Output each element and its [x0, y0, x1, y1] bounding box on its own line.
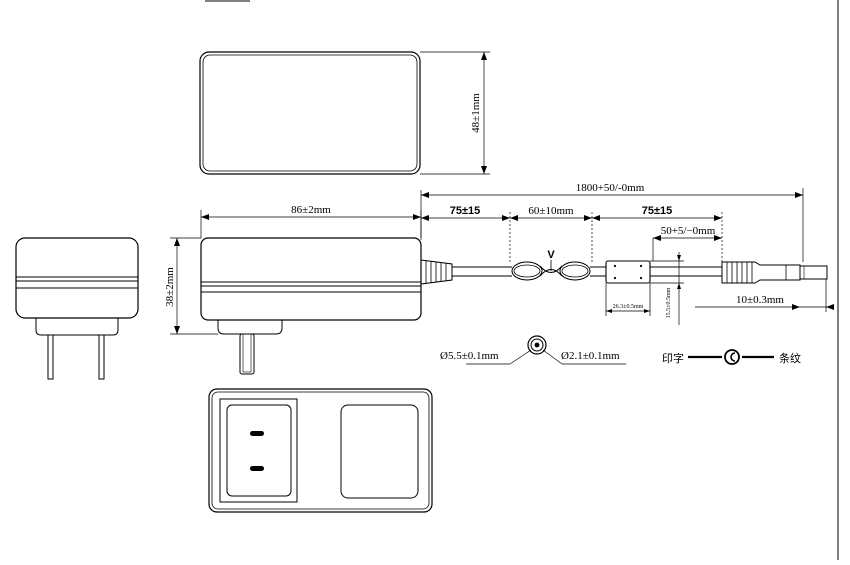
dim-plug-length: 10±0.3mm [736, 294, 784, 306]
dc-cable: V [452, 249, 828, 284]
strain-relief [420, 259, 453, 285]
dim-seg-right: 75±15 [642, 205, 673, 217]
side-view-prong [239, 333, 255, 375]
plug-socket-inner [226, 404, 292, 497]
dim-top-height: 48±1mm [470, 93, 482, 133]
dim-barrel-inner: Ø2.1±0.1mm [561, 350, 620, 362]
plug-slot-bottom [250, 466, 264, 471]
twist-tie-mark: V [547, 249, 555, 261]
side-view-body [200, 237, 422, 321]
dim-ferrite-dia: 15.5±0.5mm [666, 287, 672, 318]
dim-side-height: 38±2mm [164, 267, 176, 307]
cable-marking-legend: 印字 条纹 [662, 349, 801, 365]
plug-slot-top [250, 431, 264, 436]
cable-coil: V [511, 249, 591, 281]
legend-striped-label: 条纹 [779, 351, 801, 365]
end-view-prong-left [47, 334, 54, 380]
barrel-end-view: Ø5.5±0.1mm Ø2.1±0.1mm [440, 335, 626, 365]
dim-seg-mid: 60±10mm [528, 205, 574, 217]
cable-dimensions: 1800+50/-0mm 75±15 60±10mm 75±15 50+5/−0… [420, 182, 834, 325]
dim-body-length: 86±2mm [291, 204, 331, 216]
end-view-body [15, 237, 139, 319]
bottom-view [208, 388, 433, 513]
top-view: 48±1mm [199, 51, 490, 175]
plug-socket-outer [219, 398, 298, 503]
end-view-prong-right [98, 334, 105, 380]
side-view: 86±2mm 38±2mm [164, 204, 453, 375]
legend-printed-label: 印字 [662, 351, 684, 365]
ferrite-core [605, 260, 651, 284]
dim-ferrite-length: 26.3±0.5mm [613, 304, 644, 310]
dim-ferrite-to-plug: 50+5/−0mm [661, 225, 716, 237]
bottom-view-body [208, 388, 433, 513]
end-view [15, 237, 139, 380]
dim-cable-total: 1800+50/-0mm [576, 182, 645, 194]
dim-seg-left: 75±15 [450, 205, 481, 217]
top-view-body [199, 51, 421, 175]
dc-plug [721, 261, 828, 284]
label-area [340, 404, 419, 499]
dim-barrel-outer: Ø5.5±0.1mm [440, 350, 499, 362]
